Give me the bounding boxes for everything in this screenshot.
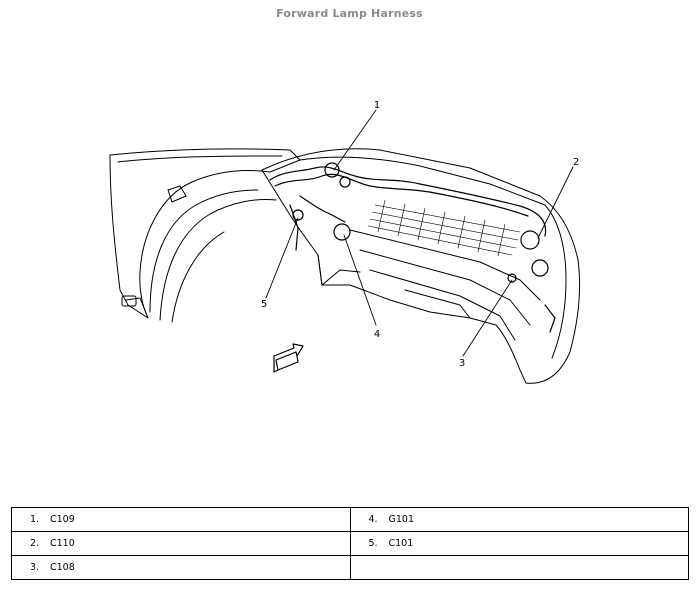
connector-legend-table: 1. C109 4. G101 2. C110 5. C101 3. C108 bbox=[11, 507, 689, 580]
legend-row: 3. C108 bbox=[11, 555, 689, 580]
legend-cell: 1. C109 bbox=[11, 507, 351, 532]
front-direction-arrow bbox=[273, 343, 304, 373]
leader-line-1 bbox=[333, 109, 377, 171]
legend-number: 1. bbox=[30, 514, 40, 525]
legend-number: 2. bbox=[30, 538, 40, 549]
legend-code: C109 bbox=[50, 514, 75, 525]
legend-number: 5. bbox=[368, 538, 378, 549]
bumper-outline bbox=[261, 148, 581, 384]
callout-4: 4 bbox=[374, 329, 380, 340]
legend-cell: 5. C101 bbox=[349, 531, 689, 556]
callout-5: 5 bbox=[261, 299, 267, 310]
legend-code: C101 bbox=[388, 538, 414, 549]
legend-cell: 4. G101 bbox=[349, 507, 689, 532]
leader-line-2 bbox=[537, 166, 574, 239]
legend-number: 4. bbox=[368, 514, 378, 525]
legend-row: 1. C109 4. G101 bbox=[11, 507, 689, 532]
leader-line-3 bbox=[462, 279, 513, 357]
legend-code: G101 bbox=[388, 514, 415, 525]
legend-cell: 2. C110 bbox=[11, 531, 351, 556]
legend-number: 3. bbox=[30, 562, 40, 573]
callout-2: 2 bbox=[573, 157, 579, 168]
leader-line-5 bbox=[265, 217, 299, 299]
callout-3: 3 bbox=[459, 358, 465, 369]
grille-mesh bbox=[367, 199, 521, 257]
leader-lines bbox=[265, 109, 574, 357]
legend-cell: 3. C108 bbox=[11, 555, 351, 580]
legend-cell bbox=[349, 555, 689, 580]
legend-code: C108 bbox=[50, 562, 75, 573]
wiring-harness bbox=[269, 162, 556, 333]
fender-outline bbox=[109, 148, 301, 323]
legend-row: 2. C110 5. C101 bbox=[11, 531, 689, 556]
leader-line-4 bbox=[343, 234, 377, 326]
diagram-title: Forward Lamp Harness bbox=[276, 7, 423, 20]
legend-code: C110 bbox=[50, 538, 75, 549]
callout-1: 1 bbox=[374, 100, 380, 111]
harness-diagram: 1 2 3 4 5 bbox=[109, 100, 581, 384]
